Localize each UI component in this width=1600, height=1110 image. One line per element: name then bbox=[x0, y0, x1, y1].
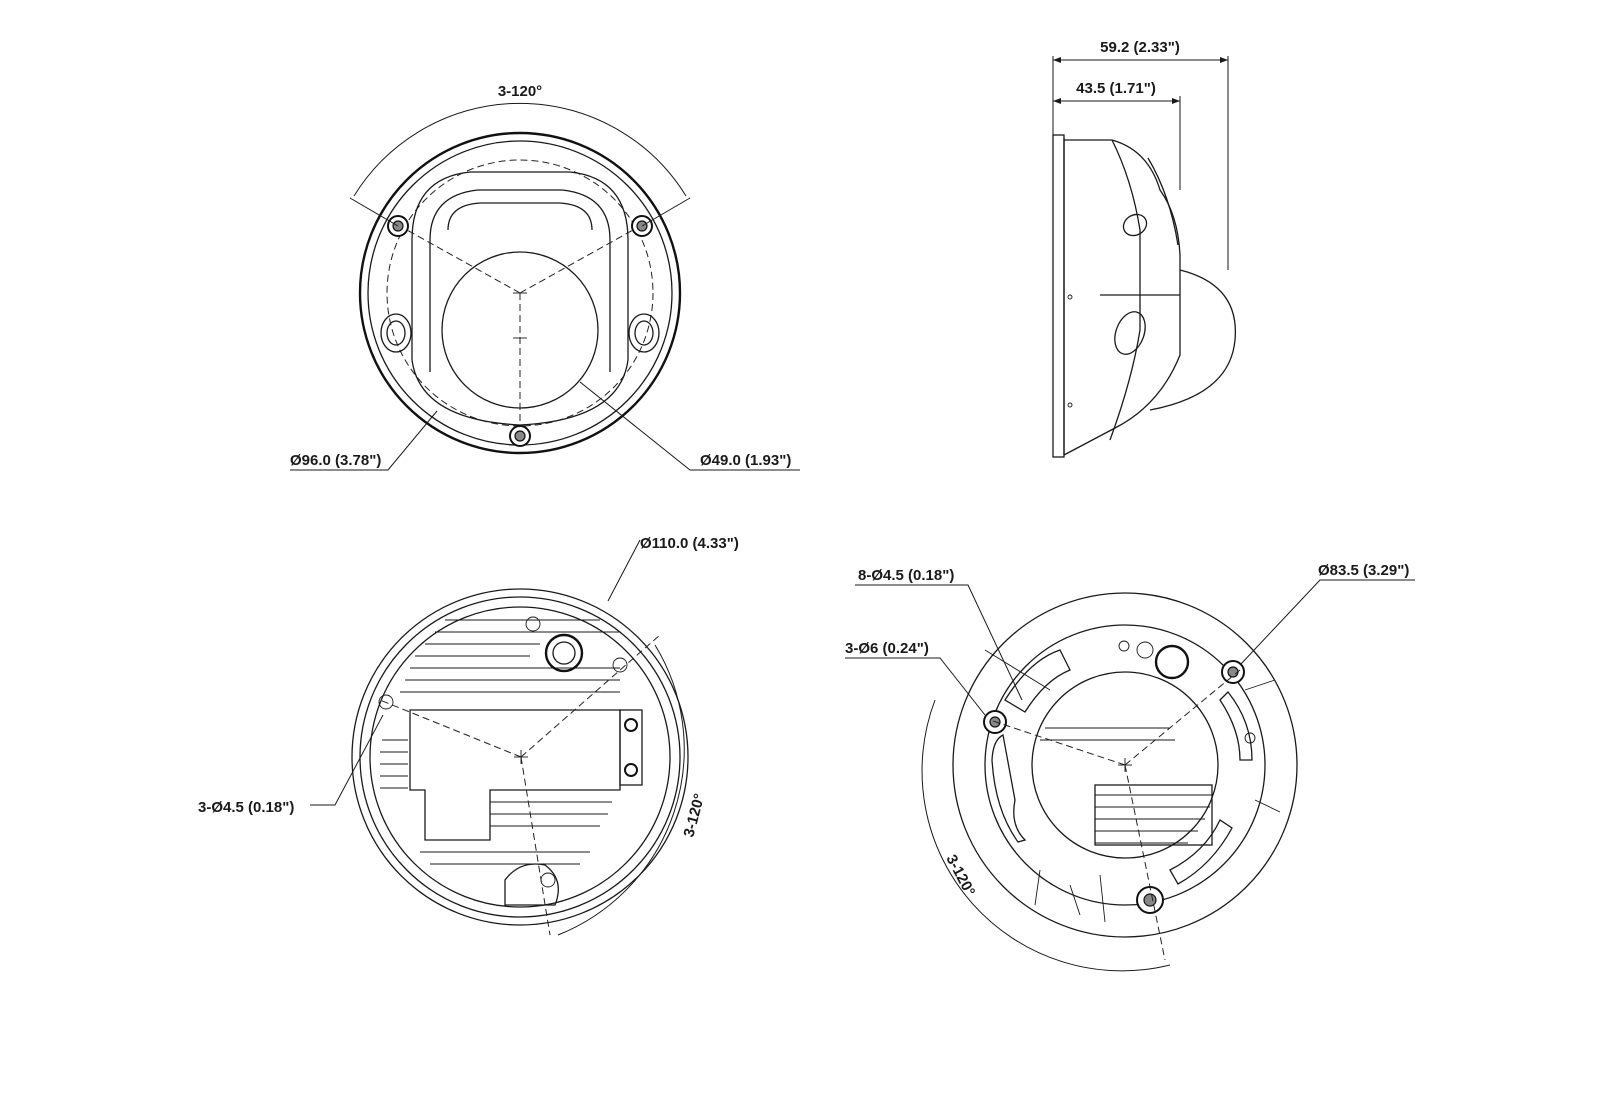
mount-angle-label: 3-120° bbox=[942, 852, 978, 899]
mount-dia-label: Ø83.5 (3.29") bbox=[1318, 562, 1409, 579]
bottom-outer-dia-label: Ø110.0 (4.33") bbox=[640, 535, 739, 552]
bottom-angle-label: 3-120° bbox=[680, 792, 708, 839]
side-view bbox=[1052, 56, 1237, 458]
front-angle-label: 3-120° bbox=[498, 83, 542, 100]
front-lens-dia-label: Ø49.0 (1.93") bbox=[700, 452, 791, 469]
mount-holes-8-label: 8-Ø4.5 (0.18") bbox=[858, 567, 954, 584]
side-total-label: 59.2 (2.33") bbox=[1100, 39, 1180, 56]
side-body-label: 43.5 (1.71") bbox=[1076, 80, 1156, 97]
front-view bbox=[290, 102, 800, 471]
bottom-holes-label: 3-Ø4.5 (0.18") bbox=[198, 799, 294, 816]
front-outer-dia-label: Ø96.0 (3.78") bbox=[290, 452, 381, 469]
mount-view bbox=[845, 579, 1415, 972]
mount-holes-3-label: 3-Ø6 (0.24") bbox=[845, 640, 929, 657]
bottom-view bbox=[310, 539, 689, 936]
